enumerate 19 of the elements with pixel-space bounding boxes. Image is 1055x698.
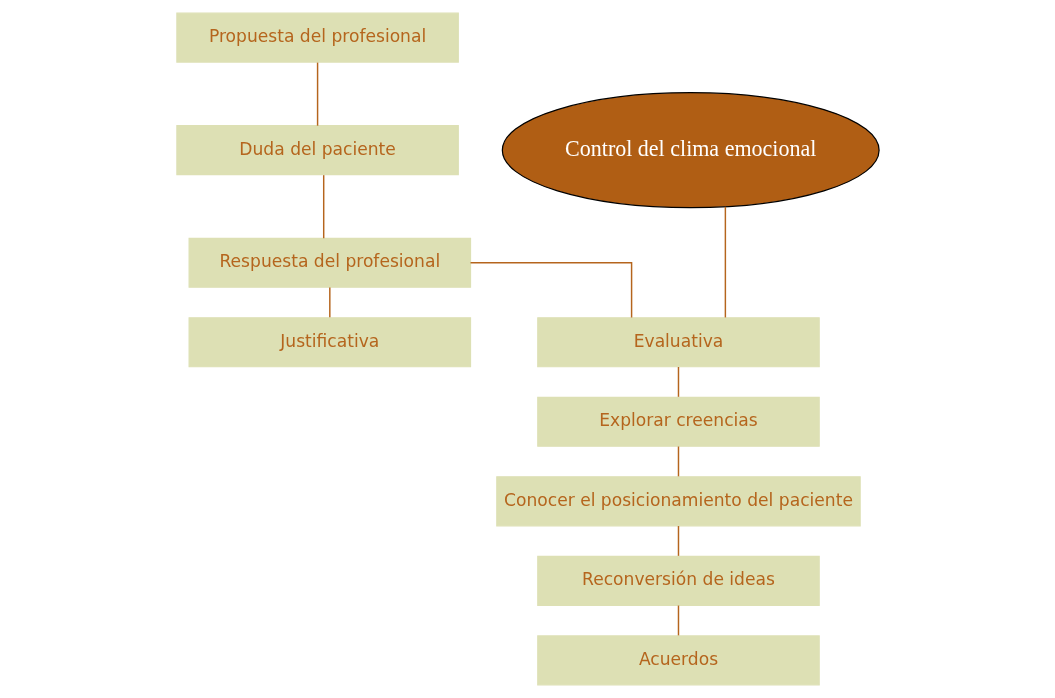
node-box: Evaluativa (536, 317, 820, 368)
node-box: Respuesta del profesional (188, 237, 471, 288)
node-box: Reconversión de ideas (536, 555, 820, 606)
node-box: Explorar creencias (536, 396, 820, 447)
node-box: Duda del paciente (175, 125, 459, 176)
connector (322, 174, 324, 239)
connector (328, 286, 331, 319)
connector (677, 525, 679, 557)
connector (469, 262, 632, 319)
connector (316, 61, 318, 127)
connector (677, 604, 679, 637)
node-box: Justificativa (188, 317, 471, 368)
connector (677, 366, 679, 398)
node-ellipse: Control del clima emocional (501, 92, 880, 209)
connector (677, 445, 679, 478)
node-box: Acuerdos (536, 635, 820, 686)
node-box: Propuesta del profesional (175, 12, 459, 63)
node-box: Conocer el posicionamiento del paciente (495, 476, 861, 527)
connector (724, 206, 726, 319)
